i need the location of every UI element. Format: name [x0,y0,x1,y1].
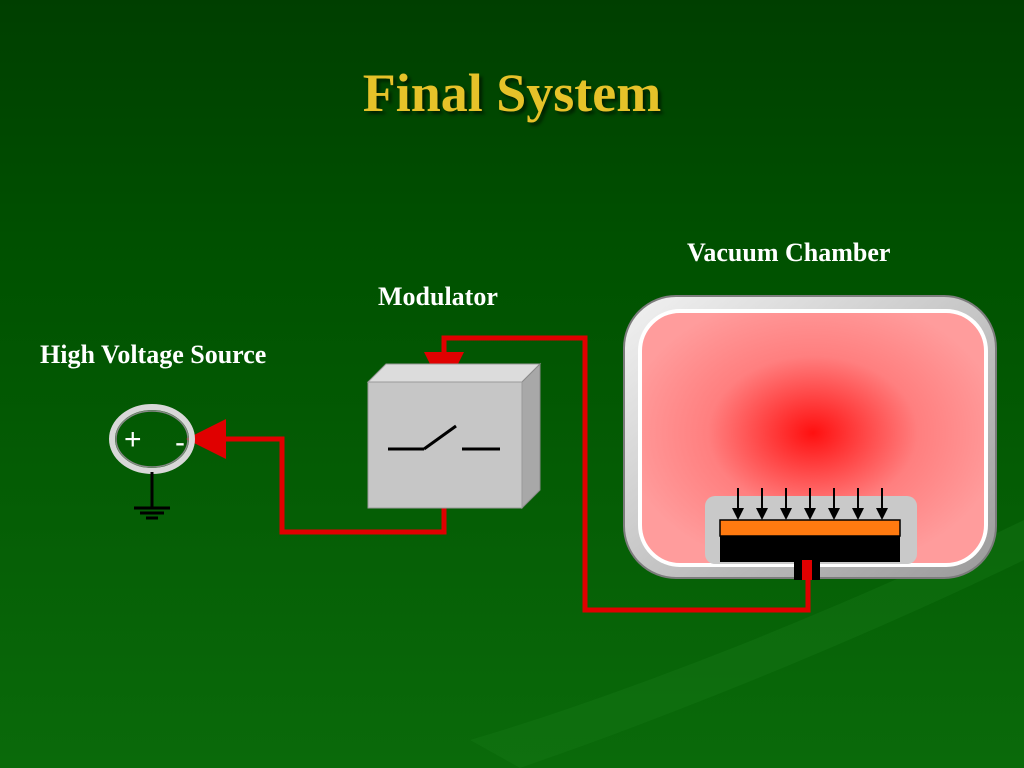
vacuum-chamber [623,295,997,580]
ground-icon [134,506,170,520]
slide-title: Final System [362,63,662,123]
label-vacuum-chamber: Vacuum Chamber [687,238,891,267]
label-modulator: Modulator [378,282,498,311]
high-voltage-source: + - [109,404,195,520]
feedthrough [794,560,820,580]
wire-source-to-modulator [186,419,447,535]
ion-arrows [732,488,888,520]
wire-chamber-to-modulator [424,335,811,613]
label-high-voltage-source: High Voltage Source [40,340,267,369]
background-swoosh [470,520,1024,768]
switch-icon [388,424,500,451]
plus-terminal: + [124,423,142,456]
minus-terminal: - [175,426,185,459]
modulator-box [366,362,542,510]
